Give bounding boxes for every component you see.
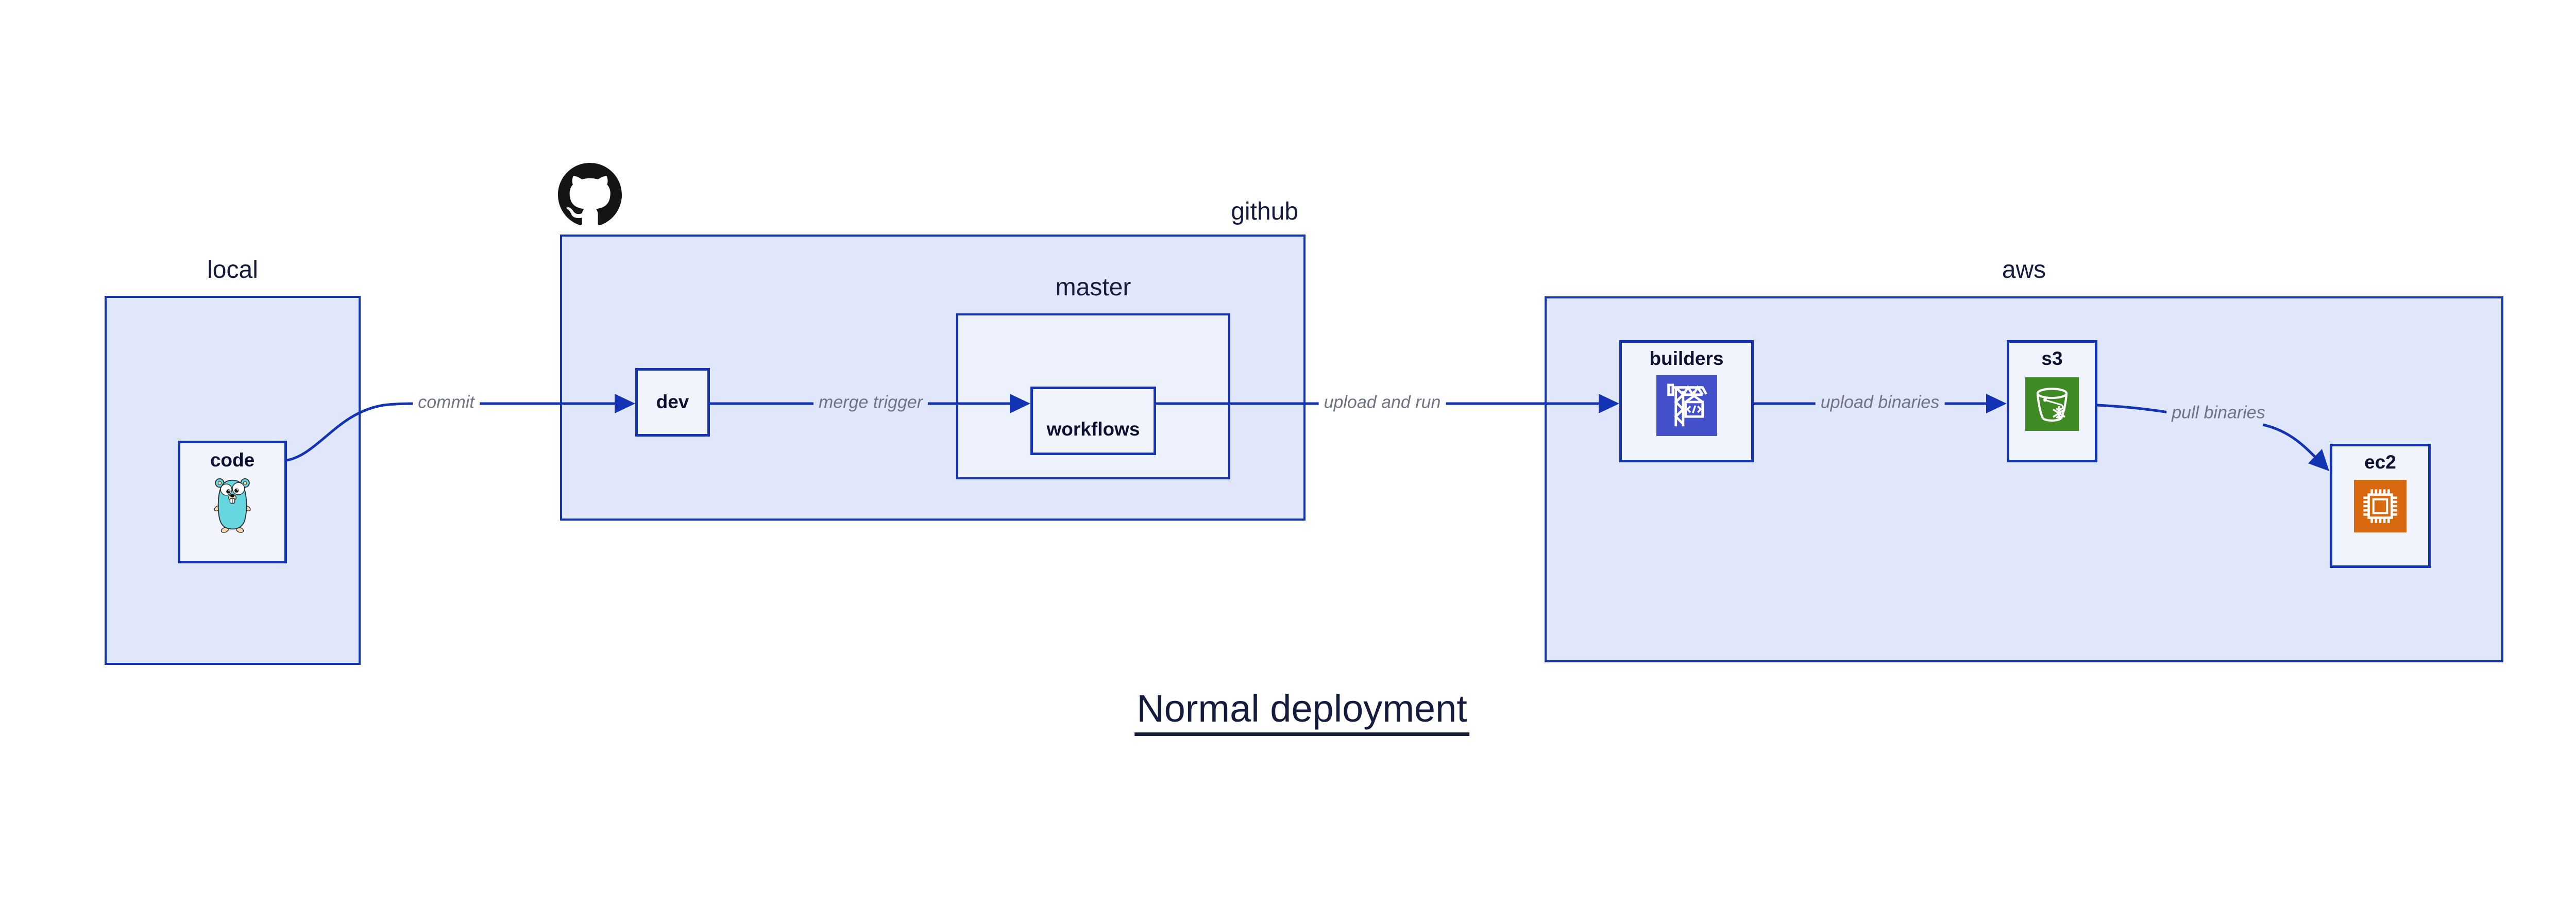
edge-commit-line bbox=[286, 402, 421, 462]
go-gopher-icon bbox=[214, 478, 251, 533]
container-label-github: github bbox=[1231, 198, 1298, 225]
aws-ec2-icon bbox=[2354, 479, 2406, 532]
edge-pullbin-line2 bbox=[2262, 423, 2317, 459]
aws-codebuild-icon bbox=[1656, 375, 1717, 436]
edge-label-merge-trigger: merge trigger bbox=[813, 392, 928, 413]
node-label-dev: dev bbox=[656, 391, 689, 413]
edge-label-pull-binaries: pull binaries bbox=[2166, 402, 2270, 424]
arrowhead-builders bbox=[1599, 394, 1619, 413]
node-workflows: workflows bbox=[1030, 387, 1156, 455]
arrowhead-s3 bbox=[1986, 394, 2007, 413]
arrowhead-dev bbox=[615, 394, 635, 413]
node-ec2: ec2 bbox=[2330, 444, 2431, 568]
edge-label-upload-binaries: upload binaries bbox=[1815, 392, 1945, 413]
github-octocat-icon bbox=[558, 163, 622, 225]
arrowhead-ec2 bbox=[2308, 449, 2329, 471]
node-dev: dev bbox=[635, 368, 710, 437]
container-label-master: master bbox=[1055, 274, 1131, 301]
container-label-aws: aws bbox=[2002, 256, 2046, 283]
node-label-builders: builders bbox=[1649, 348, 1724, 369]
node-s3: s3 bbox=[2007, 340, 2097, 462]
node-builders: builders bbox=[1619, 340, 1754, 462]
edge-label-upload-and-run: upload and run bbox=[1318, 392, 1446, 413]
node-label-code: code bbox=[210, 449, 255, 471]
arrowhead-workflows bbox=[1010, 394, 1030, 413]
node-label-workflows: workflows bbox=[1046, 419, 1140, 440]
edge-pullbin-line bbox=[2096, 404, 2175, 415]
container-label-local: local bbox=[207, 256, 258, 283]
node-label-s3: s3 bbox=[2041, 348, 2063, 369]
aws-s3-glacier-icon bbox=[2025, 377, 2079, 431]
edge-label-commit: commit bbox=[413, 392, 480, 413]
node-label-ec2: ec2 bbox=[2364, 452, 2396, 473]
diagram-title: Normal deployment bbox=[1134, 687, 1469, 736]
node-code: code bbox=[178, 441, 287, 563]
